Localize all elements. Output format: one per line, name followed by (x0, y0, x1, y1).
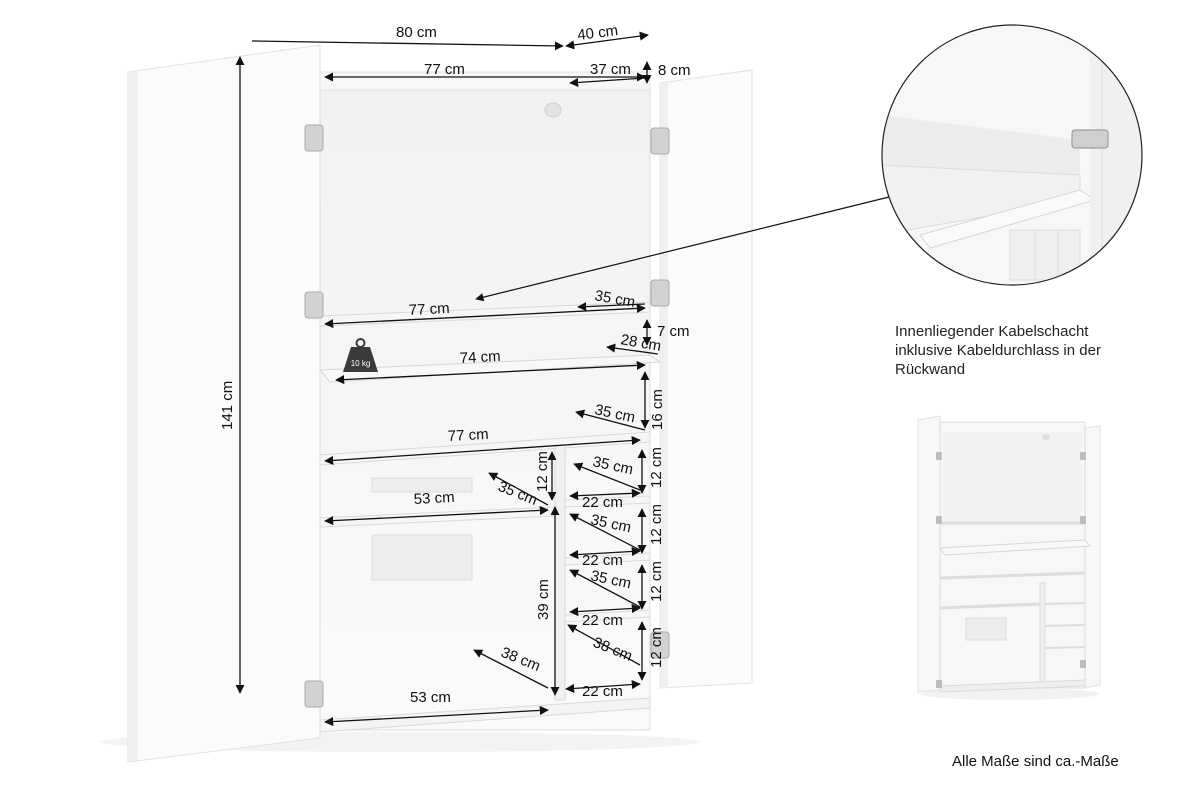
label-cubby-height-1: 12 cm (648, 447, 665, 488)
caption-line-3: Rückwand (895, 361, 966, 378)
hinge (650, 127, 670, 155)
hinge (650, 279, 670, 307)
cabinet-overview (917, 415, 1101, 700)
back-cutout (371, 534, 473, 581)
dimension-lines (235, 31, 659, 727)
caption-line-1: Innenliegender Kabelschacht (895, 323, 1089, 340)
hinge (650, 631, 670, 659)
label-left-bay-height: 39 cm (535, 579, 552, 620)
label-shelf1-width: 77 cm (408, 300, 450, 319)
label-cubby-width-4: 22 cm (582, 683, 623, 700)
weight-label: 10 kg (351, 359, 371, 368)
label-top-depth: 37 cm (590, 61, 631, 78)
right-door (659, 69, 753, 689)
zoom-hinge (1071, 129, 1109, 149)
label-total-height: 141 cm (219, 381, 236, 430)
label-shelf2-gap: 16 cm (649, 389, 666, 430)
label-shelf2-width: 77 cm (447, 426, 489, 445)
label-shelf1-depth: 35 cm (593, 287, 636, 311)
label-top-width: 77 cm (424, 61, 465, 78)
cable-duct-caption: Innenliegender Kabelschacht inklusive Ka… (895, 322, 1185, 379)
label-cubby-width-2: 22 cm (582, 552, 623, 569)
hinge (304, 124, 324, 152)
label-pullout-depth: 28 cm (619, 331, 662, 355)
hinge (304, 291, 324, 319)
label-left-shelf-width: 53 cm (413, 489, 455, 508)
cable-hole (544, 102, 562, 118)
vertical-divider (554, 444, 566, 701)
label-total-depth: 40 cm (576, 22, 619, 44)
hinge (304, 680, 324, 708)
label-left-shelf-height: 12 cm (534, 451, 551, 492)
label-total-width: 80 cm (396, 24, 437, 41)
label-cubby-width-1: 22 cm (582, 494, 623, 511)
label-pullout-width: 74 cm (459, 348, 501, 367)
approx-measurements-note: Alle Maße sind ca.-Maße (952, 753, 1119, 770)
label-cubby-width-3: 22 cm (582, 612, 623, 629)
label-cubby-height-2: 12 cm (648, 504, 665, 545)
label-cubby-height-4: 12 cm (648, 627, 665, 668)
cabinet-body (319, 87, 651, 731)
zoom-leader-line (475, 196, 890, 302)
label-pullout-height: 7 cm (657, 323, 690, 340)
caption-line-2: inklusive Kabeldurchlass in der (895, 342, 1101, 359)
label-bottom-left-width: 53 cm (410, 689, 451, 706)
label-top-height: 8 cm (658, 62, 691, 79)
label-cubby-height-3: 12 cm (648, 561, 665, 602)
zoom-detail-circle (881, 24, 1143, 286)
